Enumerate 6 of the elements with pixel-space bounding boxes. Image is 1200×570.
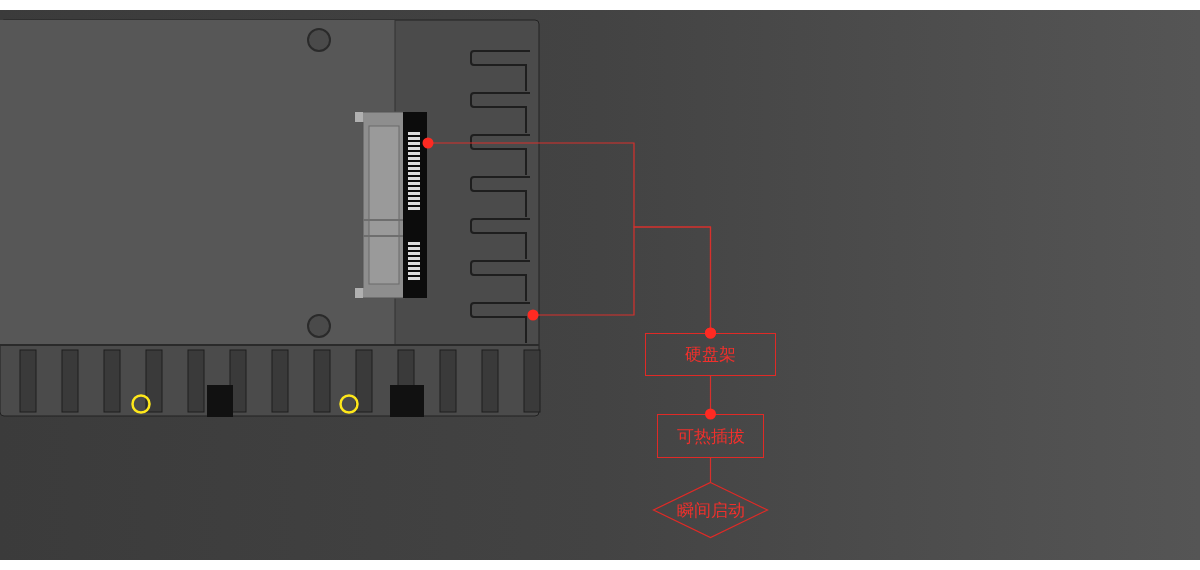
leader-line bbox=[527, 226, 716, 339]
label-box: 硬盘架 bbox=[645, 333, 776, 376]
connector-line bbox=[705, 375, 716, 420]
connector-line bbox=[709, 457, 712, 483]
label-box: 可热插拔 bbox=[657, 414, 764, 458]
label-diamond: 瞬间启动 bbox=[653, 482, 768, 538]
